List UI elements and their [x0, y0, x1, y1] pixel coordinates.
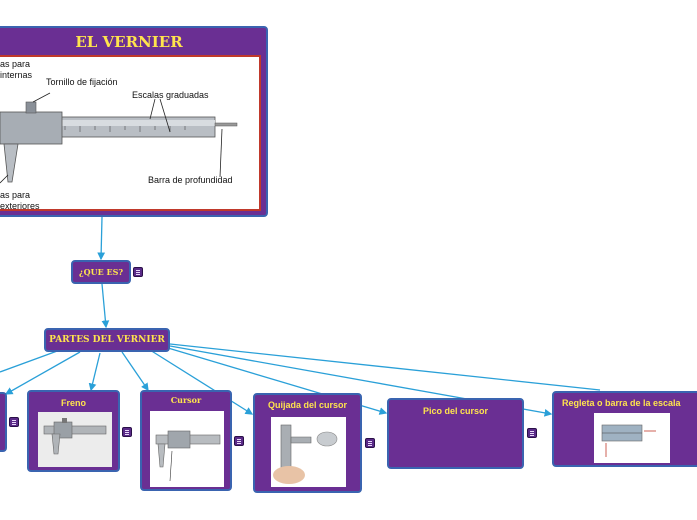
- freno-node[interactable]: Freno: [27, 390, 120, 472]
- offscreen-node[interactable]: [0, 392, 7, 452]
- offscreen-note-icon[interactable]: [9, 417, 19, 427]
- quijada-title: Quijada del cursor: [267, 400, 348, 410]
- cursor-image: [150, 411, 224, 487]
- label-depth-bar: Barra de profundidad: [148, 175, 233, 185]
- label-interior-jaws: as para internas: [0, 59, 33, 80]
- quijada-note-icon[interactable]: [365, 438, 375, 448]
- freno-note-icon[interactable]: [122, 427, 132, 437]
- quijada-image: [271, 417, 346, 487]
- connector-parts-freno: [88, 352, 101, 392]
- freno-title: Freno: [60, 398, 86, 408]
- root-node[interactable]: EL VERNIER: [0, 26, 268, 217]
- pico-node[interactable]: Pico del cursor: [387, 398, 524, 469]
- connector-whatis-parts: [101, 283, 110, 329]
- cursor-title: Cursor: [170, 395, 202, 405]
- pico-title: Pico del cursor: [422, 406, 489, 416]
- what-is-node[interactable]: ¿QUE ES?: [71, 260, 131, 284]
- root-title: EL VERNIER: [75, 33, 183, 51]
- what-is-title: ¿QUE ES?: [78, 267, 124, 277]
- regleta-node[interactable]: Regleta o barra de la escala: [552, 391, 697, 467]
- parts-title: PARTES DEL VERNIER: [49, 335, 165, 345]
- connector-parts-offscreen: [4, 351, 81, 395]
- label-exterior-jaws: as para exteriores: [0, 190, 40, 211]
- cursor-node[interactable]: Cursor: [140, 390, 232, 491]
- connector-parts-quijada: [149, 349, 254, 415]
- connector-parts-cursor: [121, 351, 149, 392]
- vernier-diagram-image: as para internas Tornillo de fijación Es…: [0, 55, 261, 211]
- quijada-node[interactable]: Quijada del cursor: [253, 393, 362, 493]
- label-graduated-scales: Escalas graduadas: [132, 90, 209, 100]
- what-is-note-icon[interactable]: [133, 267, 143, 277]
- parts-node[interactable]: PARTES DEL VERNIER: [44, 328, 170, 352]
- pico-note-icon[interactable]: [527, 428, 537, 438]
- connector-parts-far: [169, 343, 601, 391]
- cursor-note-icon[interactable]: [234, 436, 244, 446]
- regleta-title: Regleta o barra de la escala: [562, 398, 681, 408]
- regleta-image: [594, 413, 670, 463]
- vernier-illustration: [0, 92, 238, 184]
- connector-parts-left: [0, 349, 61, 373]
- connector-root-whatis: [97, 216, 106, 261]
- label-locking-screw: Tornillo de fijación: [46, 77, 118, 87]
- freno-image: [38, 412, 112, 467]
